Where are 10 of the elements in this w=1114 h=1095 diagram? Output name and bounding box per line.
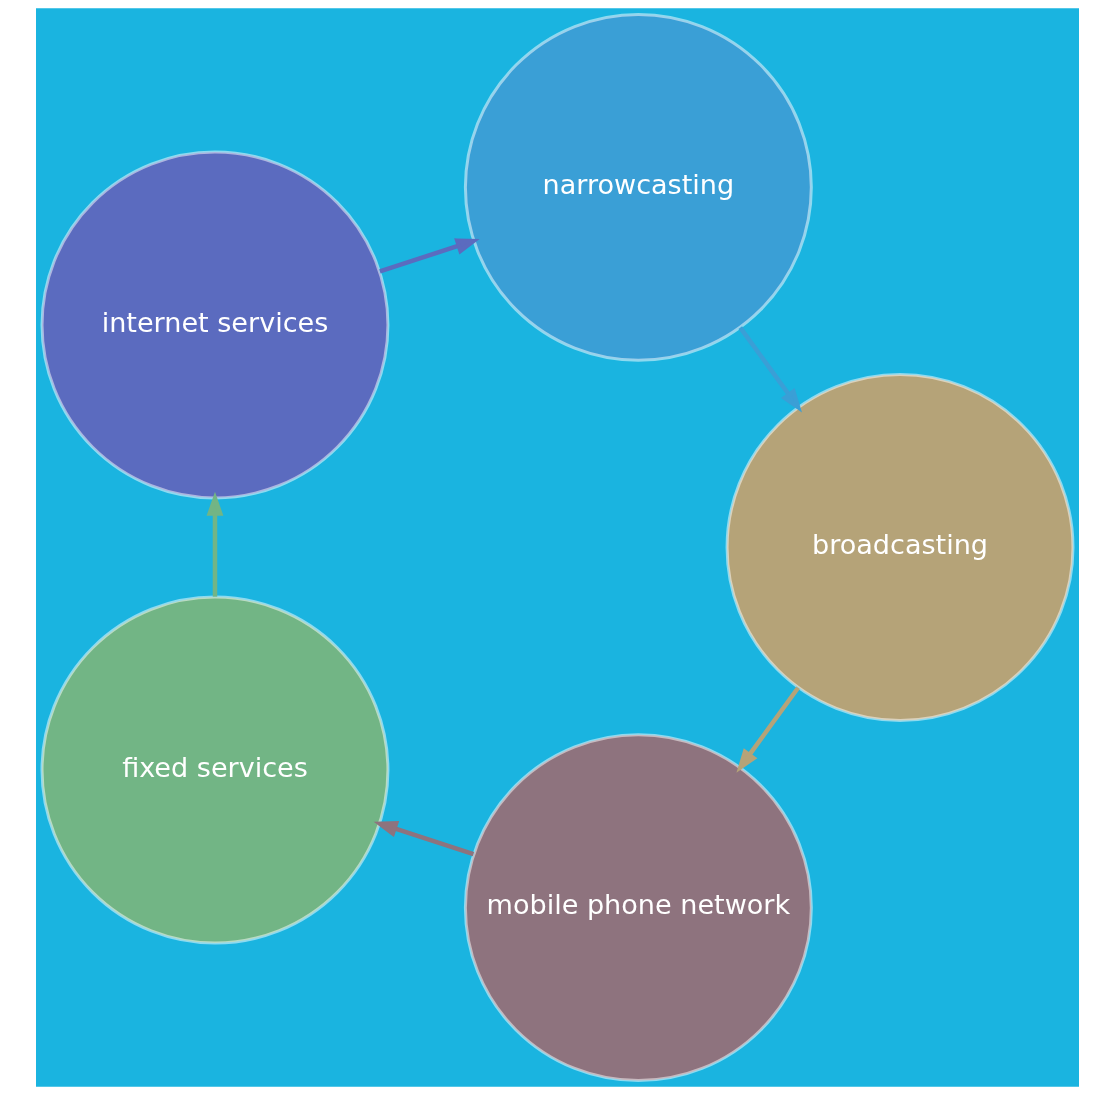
arrow <box>737 326 802 413</box>
arrow <box>373 821 474 857</box>
arrow <box>735 686 800 773</box>
node-circle: fixed services <box>40 595 389 945</box>
node-circle: internet services <box>40 150 389 500</box>
node-circle: narrowcasting <box>463 12 813 362</box>
arrow <box>206 491 223 597</box>
node-circle: broadcasting <box>725 373 1074 722</box>
node-circle: mobile phone network <box>463 733 813 1083</box>
arrow <box>378 238 480 274</box>
